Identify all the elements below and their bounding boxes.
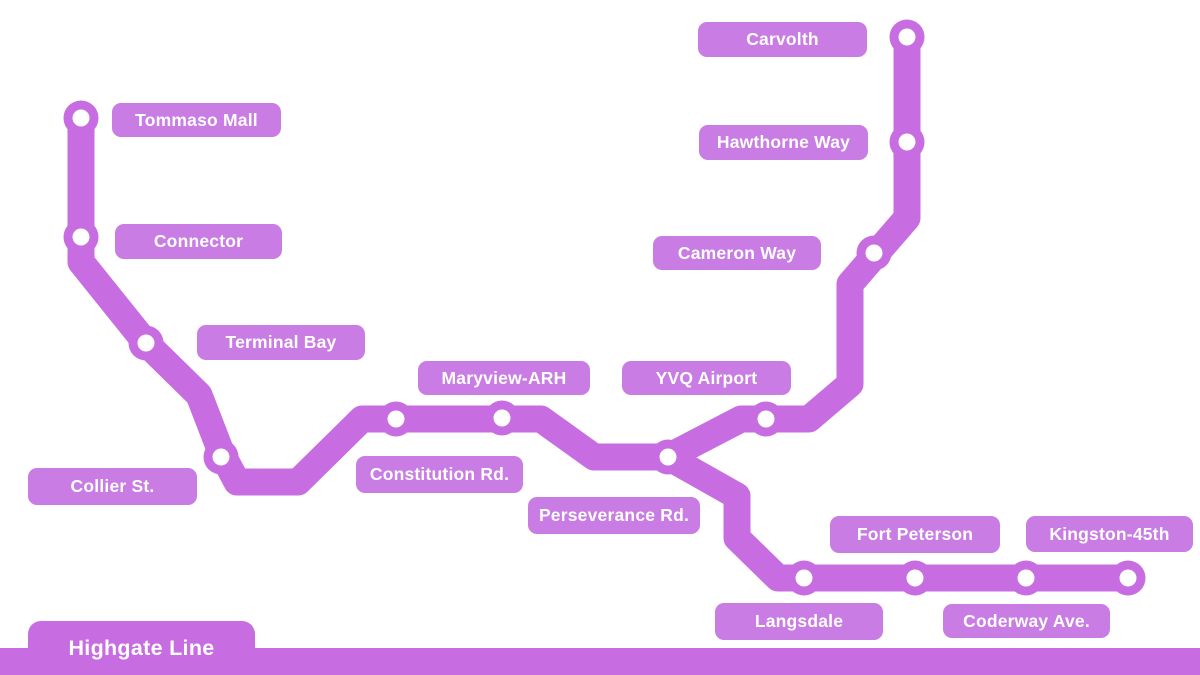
station-label-terminal-bay: Terminal Bay: [197, 325, 365, 360]
station-marker-fort-peterson: [897, 560, 933, 596]
station-name: Maryview-ARH: [441, 367, 567, 388]
station-name: Langsdale: [754, 611, 844, 631]
line-path-langsdale-branch: [654, 443, 1142, 592]
station-name: Constitution Rd.: [369, 464, 510, 484]
station-label-yvq-airport: YVQ Airport: [622, 361, 791, 395]
station-name: Hawthorne Way: [716, 132, 851, 152]
line-name: Highgate Line: [68, 635, 215, 660]
station-label-maryview-arh: Maryview-ARH: [418, 361, 590, 395]
station-name: Connector: [153, 231, 244, 251]
station-dot-center: [387, 410, 405, 428]
station-marker-terminal-bay: [128, 325, 164, 361]
station-label-collier-st: Collier St.: [28, 468, 197, 505]
station-marker-carvolth: [889, 19, 925, 55]
station-dot-center: [906, 569, 924, 587]
station-label-connector: Connector: [115, 224, 282, 259]
station-dot-center: [1119, 569, 1137, 587]
station-name: YVQ Airport: [655, 367, 758, 388]
station-label-carvolth: Carvolth: [698, 22, 867, 57]
line-name-tab: Highgate Line: [28, 621, 255, 675]
station-label-hawthorne-way: Hawthorne Way: [699, 125, 868, 160]
station-label-langsdale: Langsdale: [715, 603, 883, 640]
station-marker-connector: [63, 219, 99, 255]
station-dot-center: [898, 133, 916, 151]
station-marker-constitution-rd: [378, 401, 414, 437]
station-dot-center: [757, 410, 775, 428]
station-name: Terminal Bay: [225, 332, 337, 352]
station-dot-center: [212, 448, 230, 466]
station-name: Perseverance Rd.: [538, 505, 690, 525]
station-name: Collier St.: [70, 476, 155, 496]
station-label-constitution-rd: Constitution Rd.: [356, 456, 523, 493]
station-name: Cameron Way: [677, 242, 797, 263]
station-dot-center: [898, 28, 916, 46]
station-name: Tommaso Mall: [135, 109, 258, 130]
station-dot-center: [865, 244, 883, 262]
station-name: Coderway Ave.: [963, 610, 1090, 631]
station-dot-center: [137, 334, 155, 352]
line-path-main-line: [67, 23, 921, 496]
station-dot-center: [493, 409, 511, 427]
station-marker-tommaso-mall: [63, 100, 99, 136]
station-name: Kingston-45th: [1049, 523, 1170, 544]
station-dot-center: [72, 109, 90, 127]
station-marker-maryview-arh: [484, 400, 520, 436]
station-label-fort-peterson: Fort Peterson: [830, 516, 1000, 553]
station-label-cameron-way: Cameron Way: [653, 236, 821, 270]
station-marker-yvq-airport: [748, 401, 784, 437]
station-marker-perseverance-rd: [650, 439, 686, 475]
station-marker-kingston-45th: [1110, 560, 1146, 596]
station-label-kingston-45th: Kingston-45th: [1026, 516, 1193, 552]
station-marker-collier-st: [203, 439, 239, 475]
station-label-perseverance-rd: Perseverance Rd.: [528, 497, 700, 534]
station-marker-coderway-ave: [1008, 560, 1044, 596]
station-name: Carvolth: [746, 29, 819, 49]
station-dot-center: [1017, 569, 1035, 587]
station-dot-center: [795, 569, 813, 587]
station-marker-langsdale: [786, 560, 822, 596]
station-dot-center: [659, 448, 677, 466]
station-label-coderway-ave: Coderway Ave.: [943, 604, 1110, 638]
station-label-tommaso-mall: Tommaso Mall: [112, 103, 281, 137]
station-marker-cameron-way: [856, 235, 892, 271]
station-dot-center: [72, 228, 90, 246]
station-name: Fort Peterson: [856, 524, 974, 544]
station-marker-hawthorne-way: [889, 124, 925, 160]
